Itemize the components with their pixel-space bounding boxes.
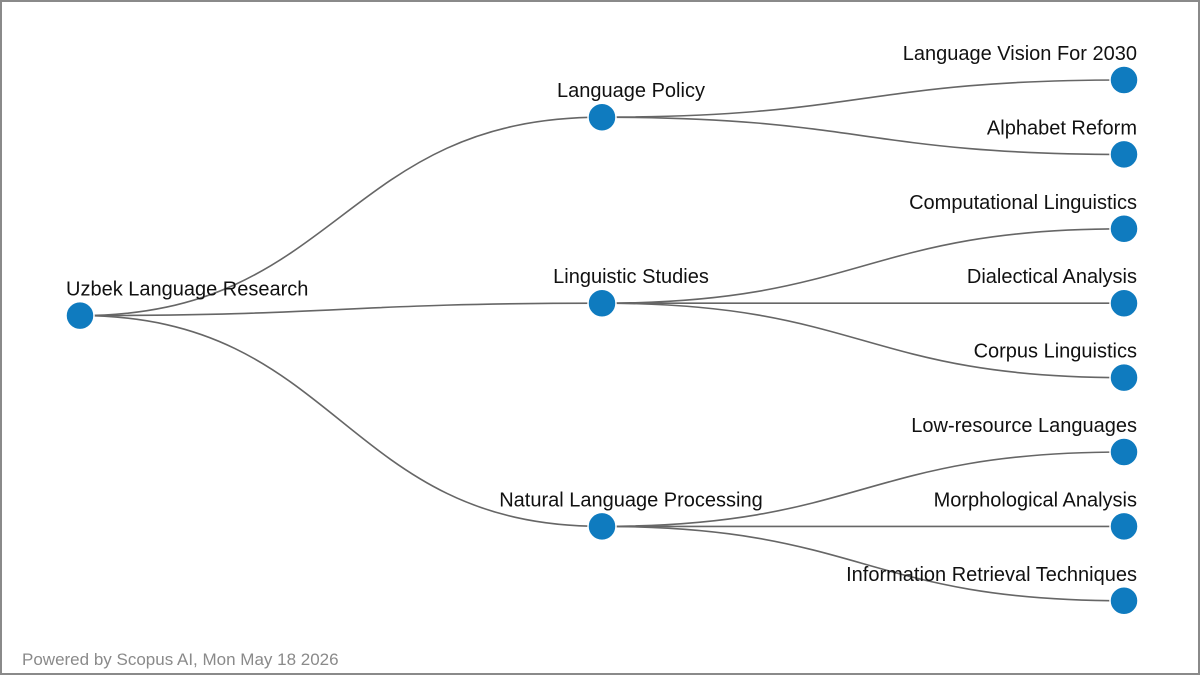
node-dot[interactable] [1109, 214, 1139, 244]
link-linguistic-studies-to-corpus-linguistics [601, 302, 1125, 379]
node-dot[interactable] [1109, 65, 1139, 95]
link-language-policy-to-alphabet-reform [601, 116, 1125, 156]
node-label: Computational Linguistics [909, 192, 1137, 214]
link-uzbek-language-research-to-natural-language-processing [79, 314, 603, 528]
node-label: Alphabet Reform [987, 117, 1137, 139]
node-dialectical-analysis[interactable]: Dialectical Analysis [967, 266, 1139, 318]
node-label: Corpus Linguistics [974, 341, 1137, 363]
node-dot[interactable] [1109, 511, 1139, 542]
node-label: Information Retrieval Techniques [846, 564, 1137, 586]
tree-links [79, 79, 1125, 602]
node-dot[interactable] [1109, 437, 1139, 467]
node-label: Language Vision For 2030 [903, 43, 1137, 65]
node-morphological-analysis[interactable]: Morphological Analysis [934, 489, 1139, 542]
node-label: Dialectical Analysis [967, 266, 1137, 288]
node-label: Natural Language Processing [499, 489, 763, 511]
node-dot[interactable] [1109, 139, 1139, 170]
node-low-resource-languages[interactable]: Low-resource Languages [911, 415, 1139, 467]
link-linguistic-studies-to-computational-linguistics [601, 228, 1125, 304]
node-language-vision-for-2030[interactable]: Language Vision For 2030 [903, 43, 1139, 95]
node-dot[interactable] [587, 102, 617, 132]
node-uzbek-language-research[interactable]: Uzbek Language Research [65, 279, 308, 331]
footer-credit: Powered by Scopus AI, Mon May 18 2026 [22, 650, 339, 669]
node-label: Morphological Analysis [934, 489, 1137, 511]
link-uzbek-language-research-to-language-policy [79, 116, 603, 317]
node-corpus-linguistics[interactable]: Corpus Linguistics [974, 341, 1139, 393]
node-language-policy[interactable]: Language Policy [557, 80, 705, 132]
node-alphabet-reform[interactable]: Alphabet Reform [987, 117, 1139, 170]
node-label: Linguistic Studies [553, 266, 709, 288]
node-label: Language Policy [557, 80, 705, 102]
node-information-retrieval-techniques[interactable]: Information Retrieval Techniques [846, 564, 1139, 616]
node-linguistic-studies[interactable]: Linguistic Studies [553, 266, 709, 318]
node-natural-language-processing[interactable]: Natural Language Processing [499, 489, 763, 542]
node-dot[interactable] [1109, 586, 1139, 616]
link-natural-language-processing-to-low-resource-languages [601, 451, 1125, 528]
node-dot[interactable] [1109, 288, 1139, 318]
link-uzbek-language-research-to-linguistic-studies [79, 302, 603, 317]
node-label: Low-resource Languages [911, 415, 1137, 437]
tree-nodes: Uzbek Language Research Language Policy La… [65, 43, 1139, 616]
node-dot[interactable] [587, 288, 617, 318]
node-dot[interactable] [1109, 362, 1139, 393]
link-natural-language-processing-to-information-retrieval-techniques [601, 525, 1125, 602]
node-dot[interactable] [587, 511, 617, 542]
link-language-policy-to-language-vision-for-2030 [601, 79, 1125, 118]
node-dot[interactable] [65, 300, 95, 331]
node-computational-linguistics[interactable]: Computational Linguistics [909, 192, 1139, 244]
node-label: Uzbek Language Research [66, 279, 308, 301]
